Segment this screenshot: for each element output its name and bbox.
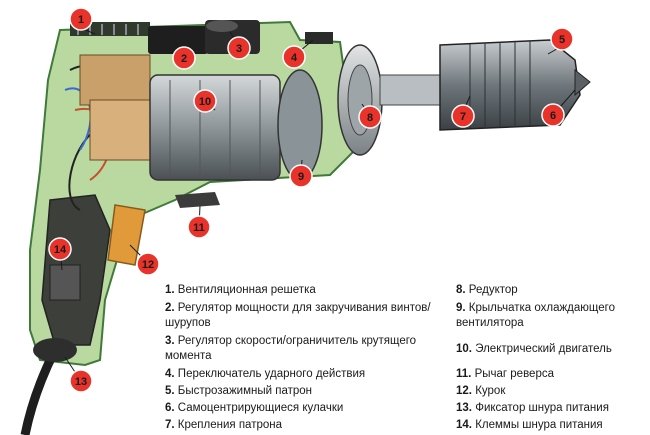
callout-10: 10: [193, 89, 217, 113]
legend-item-10: 10. Электрический двигатель: [456, 343, 612, 355]
svg-text:6: 6: [550, 110, 556, 122]
legend-item-1: 1. Вентиляционная решетка: [165, 284, 316, 296]
svg-text:12: 12: [142, 259, 154, 271]
callout-3: 3: [227, 36, 251, 60]
legend-item-11: 11. Рычаг реверса: [456, 368, 554, 380]
legend-item-8: 8. Редуктор: [456, 284, 518, 296]
callout-6: 6: [541, 103, 565, 127]
svg-text:5: 5: [559, 34, 565, 46]
svg-text:9: 9: [298, 171, 304, 183]
legend-left: 1. Вентиляционная решетка 2. Регулятор м…: [165, 283, 450, 433]
chuck-jaws: [574, 68, 591, 97]
legend-item-3: 3. Регулятор скорости/ограничитель крутя…: [165, 335, 417, 347]
callout-11: 11: [187, 215, 211, 239]
callout-7: 7: [451, 104, 475, 128]
callout-12: 12: [136, 252, 160, 276]
legend-item-5: 5. Быстрозажимный патрон: [165, 385, 312, 397]
svg-text:2: 2: [181, 53, 187, 65]
callout-13: 13: [69, 369, 93, 393]
callout-4: 4: [282, 45, 306, 69]
spindle: [379, 74, 451, 106]
cord-terminals: [49, 264, 81, 301]
legend-item-13: 13. Фиксатор шнура питания: [456, 402, 609, 414]
svg-text:8: 8: [367, 112, 373, 124]
svg-text:3: 3: [236, 43, 242, 55]
reverse-lever: [175, 192, 220, 208]
legend-item-12: 12. Курок: [456, 385, 506, 397]
svg-text:4: 4: [291, 52, 298, 64]
legend-item-9: 9. Крыльчатка охлаждающего: [456, 302, 615, 314]
power-cord: [20, 347, 60, 435]
svg-text:7: 7: [460, 111, 466, 123]
speed-dial: [206, 20, 238, 32]
legend-item-6: 6. Самоцентрирующиеся кулачки: [165, 402, 344, 414]
callout-1: 1: [69, 7, 93, 31]
callout-5: 5: [550, 27, 574, 51]
legend-item-7: 7. Крепления патрона: [165, 419, 282, 431]
impact-switch: [305, 32, 333, 44]
svg-text:11: 11: [193, 222, 205, 234]
callout-8: 8: [358, 105, 382, 129]
power-regulator: [148, 26, 208, 54]
trigger: [107, 204, 146, 266]
svg-text:1: 1: [78, 14, 84, 26]
cooling-fan: [277, 69, 323, 181]
legend-right: 8. Редуктор 9. Крыльчатка охлаждающего в…: [456, 283, 646, 433]
svg-text:14: 14: [54, 244, 67, 256]
legend-item-2: 2. Регулятор мощности для закручивания в…: [165, 302, 431, 314]
cord-clamp: [33, 338, 77, 362]
callout-14: 14: [48, 237, 72, 261]
legend-item-9-cont: вентилятора: [456, 317, 524, 329]
callout-9: 9: [289, 164, 313, 188]
legend-item-4: 4. Переключатель ударного действия: [165, 368, 366, 380]
legend-item-3-cont: момента: [165, 350, 212, 362]
legend-item-2-cont: шурупов: [165, 317, 211, 329]
internal-wiring: [64, 54, 156, 211]
legend-item-14: 14. Клеммы шнура питания: [456, 419, 603, 431]
callout-2: 2: [172, 46, 196, 70]
svg-text:10: 10: [199, 96, 211, 108]
svg-text:13: 13: [75, 376, 87, 388]
